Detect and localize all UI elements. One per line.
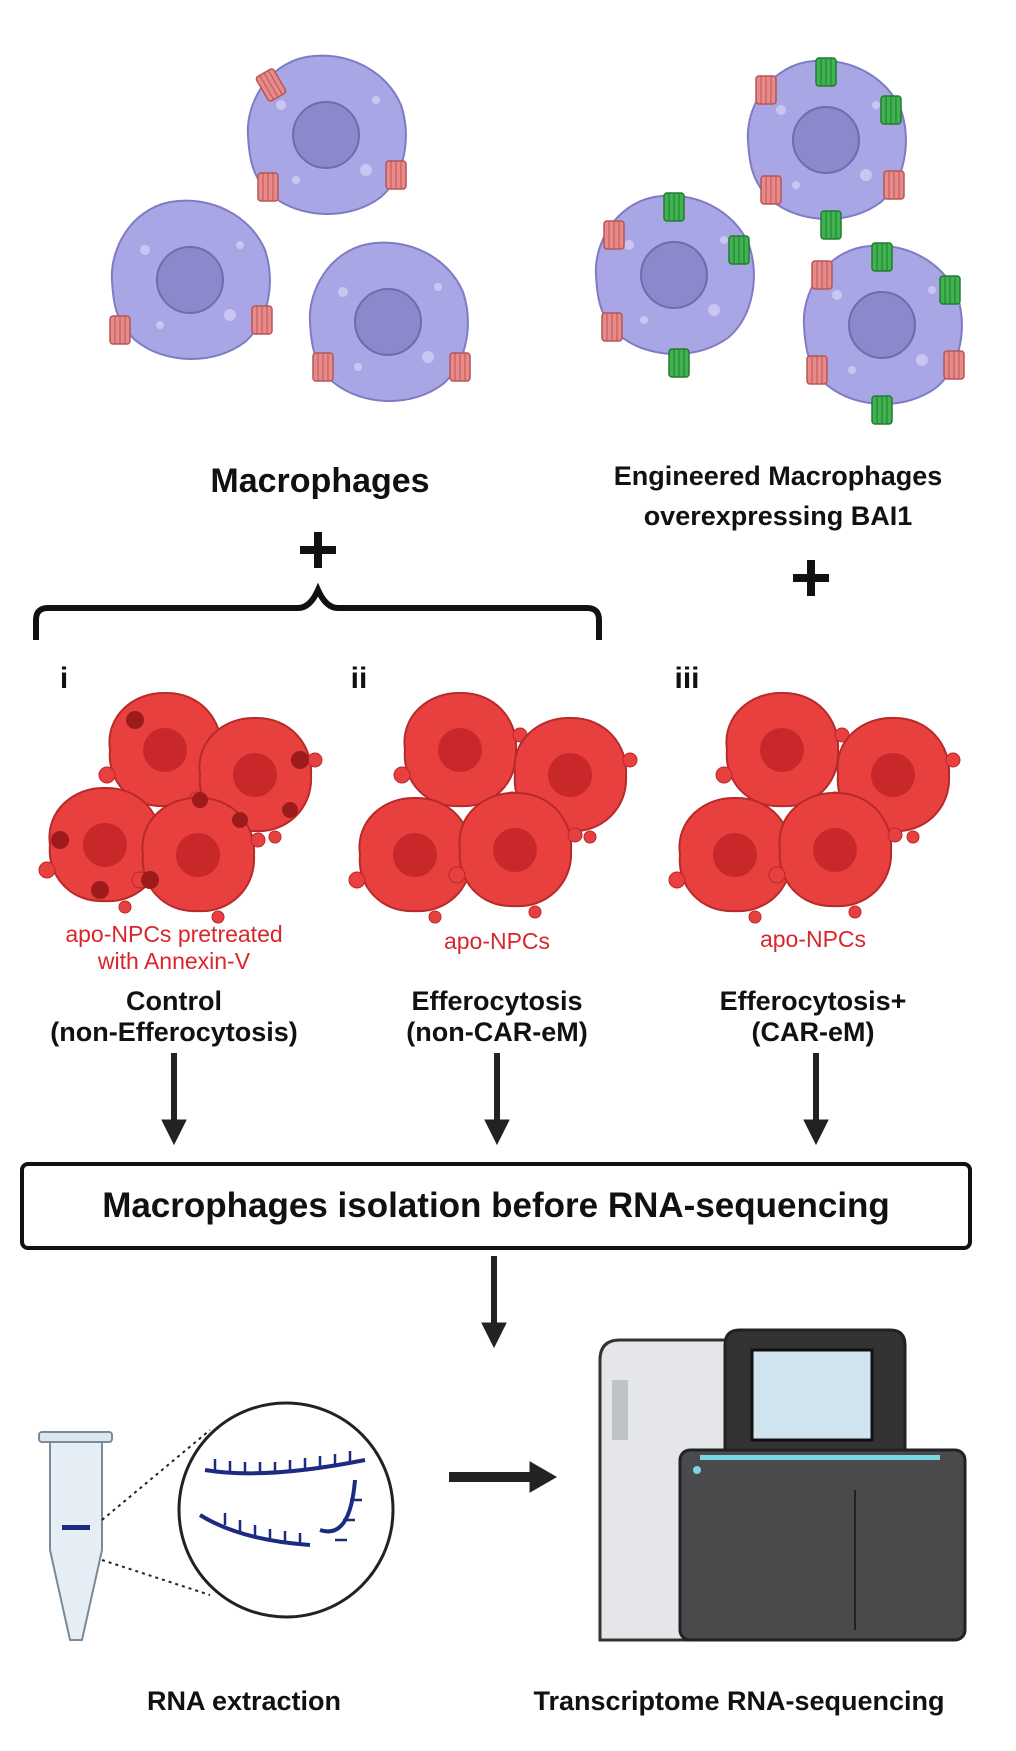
plus-right: [793, 560, 829, 596]
macrophages-native: [109, 54, 471, 403]
sequencer-icon: [598, 1328, 967, 1642]
group-ii-cells-label: apo-NPCs: [443, 928, 551, 954]
engineered-macrophages-label: Engineered Macrophages overexpressing BA…: [614, 456, 943, 536]
rna-sequencing-label: Transcriptome RNA-sequencing: [533, 1686, 945, 1716]
apoptotic-cells-ii: [348, 691, 638, 924]
title-line2: (CAR-eM): [751, 1017, 875, 1047]
group-ii-title: Efferocytosis (non-CAR-eM): [406, 986, 587, 1048]
macrophages-engineered: [594, 57, 965, 425]
rna-extraction-label: RNA extraction: [146, 1686, 342, 1716]
title-line2: (non-CAR-eM): [406, 1017, 588, 1047]
macrophages-label: Macrophages: [210, 462, 430, 500]
tube-icon: [38, 1429, 211, 1641]
cells-label-line2: with Annexin-V: [97, 948, 251, 974]
engineered-label-line1: Engineered Macrophages: [613, 461, 943, 491]
rna-magnified-circle: [177, 1401, 395, 1619]
title-line1: Efferocytosis: [411, 986, 583, 1016]
group-i-cells-label: apo-NPCs pretreated with Annexin-V: [65, 921, 282, 975]
title-line2: (non-Efferocytosis): [50, 1017, 298, 1047]
title-line1: Efferocytosis+: [719, 986, 907, 1016]
brace: [33, 582, 602, 640]
title-line1: Control: [126, 986, 222, 1016]
down-arrows: [161, 1053, 829, 1493]
engineered-label-line2: overexpressing BAI1: [643, 501, 913, 531]
group-ii-numeral: ii: [350, 662, 368, 695]
group-i-title: Control (non-Efferocytosis): [50, 986, 298, 1048]
plus-left: [300, 532, 336, 568]
apoptotic-cells-iii: [668, 691, 961, 924]
apoptotic-cells-annexin: [38, 691, 323, 924]
group-iii-cells-label: apo-NPCs: [759, 926, 867, 952]
isolation-step-box: Macrophages isolation before RNA-sequenc…: [20, 1162, 972, 1250]
group-iii-numeral: iii: [674, 662, 700, 695]
group-i-numeral: i: [59, 662, 69, 695]
cells-label-line1: apo-NPCs pretreated: [65, 921, 283, 947]
group-iii-title: Efferocytosis+ (CAR-eM): [720, 986, 907, 1048]
